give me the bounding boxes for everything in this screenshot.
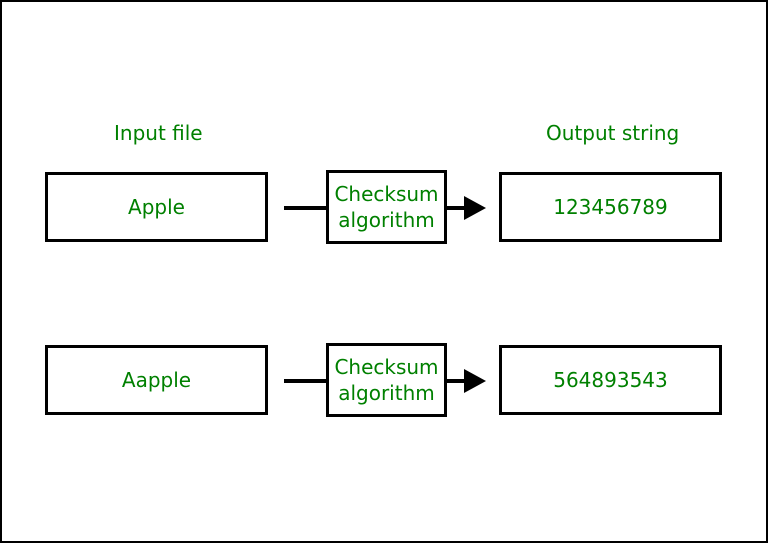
arrow-head-row-1 [464, 196, 486, 220]
input-value-row-1: Apple [128, 195, 185, 219]
checksum-algorithm-box-row-1: Checksum algorithm [326, 170, 447, 244]
output-box-row-1: 123456789 [499, 172, 722, 242]
arrow-shaft-row-1 [447, 206, 467, 210]
arrow-head-row-2 [464, 369, 486, 393]
algorithm-label-line2-row-2: algorithm [338, 381, 435, 405]
input-box-row-1: Apple [45, 172, 268, 242]
input-box-row-2: Aapple [45, 345, 268, 415]
algorithm-label-line2-row-1: algorithm [338, 208, 435, 232]
output-value-row-2: 564893543 [553, 368, 668, 392]
arrow-shaft-row-2 [447, 379, 467, 383]
checksum-algorithm-box-row-2: Checksum algorithm [326, 343, 447, 417]
input-value-row-2: Aapple [121, 368, 192, 392]
algorithm-label-line1-row-2: Checksum [334, 355, 439, 379]
output-string-heading: Output string [546, 121, 680, 145]
output-box-row-2: 564893543 [499, 345, 722, 415]
input-file-heading: Input file [114, 121, 203, 145]
output-value-row-1: 123456789 [553, 195, 668, 219]
connector-line-row-2 [284, 379, 327, 383]
connector-line-row-1 [284, 206, 327, 210]
algorithm-label-line1-row-1: Checksum [334, 182, 439, 206]
